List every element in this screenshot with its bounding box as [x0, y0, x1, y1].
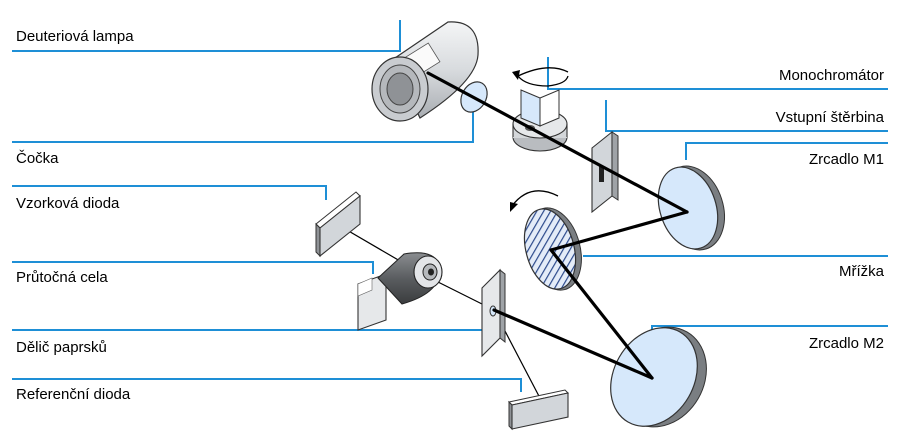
beam-lamp-to-mirror-m1: [426, 71, 689, 214]
monochromator: [512, 67, 569, 152]
leader-entrance-slit: [605, 100, 888, 132]
leader-beam-splitter: [12, 316, 495, 331]
label-lens: Čočka: [16, 150, 59, 167]
beam-grating-to-mirror-m2: [549, 248, 654, 380]
leader-sample-diode: [12, 185, 327, 200]
label-beam-splitter: Dělič paprsků: [16, 339, 107, 356]
label-monochromator: Monochromátor: [779, 67, 884, 84]
beam-mirror-m1-to-grating: [549, 210, 689, 252]
main-beam: [426, 71, 689, 380]
label-entrance-slit: Vstupní štěrbina: [776, 109, 885, 126]
labels: Deuteriová lampa Monochromátor Vstupní š…: [16, 28, 885, 403]
reference-diode: [507, 389, 570, 431]
leader-reference-diode: [12, 378, 522, 392]
label-sample-diode: Vzorková dioda: [16, 195, 120, 212]
sample-diode: [315, 191, 361, 258]
label-reference-diode: Referenční dioda: [16, 386, 131, 403]
label-flow-cell: Průtočná cela: [16, 269, 108, 286]
label-mirror-m2: Zrcadlo M2: [809, 335, 884, 352]
leader-lens: [12, 112, 474, 143]
label-deuterium-lamp: Deuteriová lampa: [16, 28, 134, 45]
leader-flow-cell: [12, 261, 374, 274]
leader-mirror-m1: [685, 142, 888, 160]
mirror-m1: [657, 165, 725, 251]
leader-deuterium-lamp: [12, 20, 401, 52]
label-mirror-m1: Zrcadlo M1: [809, 151, 884, 168]
deuterium-lamp: [371, 21, 479, 122]
label-grating: Mřížka: [839, 263, 885, 280]
flow-cell: [357, 252, 443, 331]
beam-mirror-m2-to-splitter: [492, 308, 654, 380]
beam-splitter: [481, 268, 506, 358]
entrance-slit: [591, 130, 619, 214]
